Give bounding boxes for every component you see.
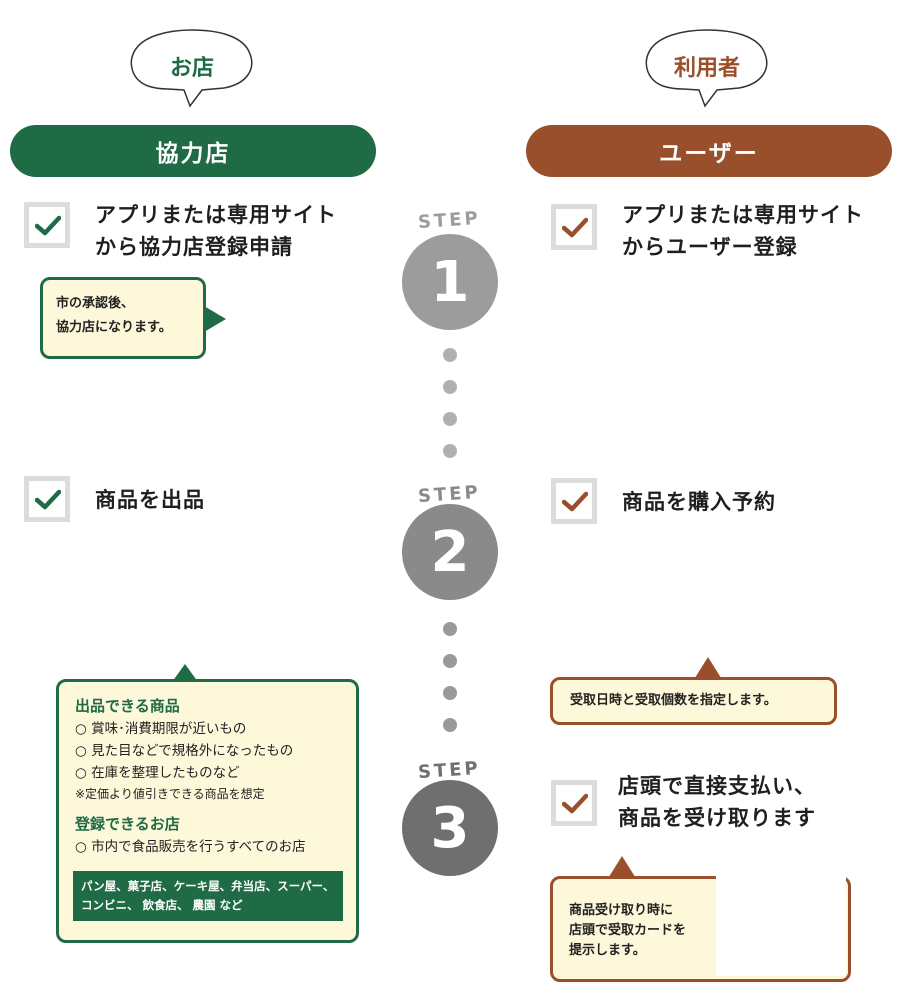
pickup-note-blank-area <box>716 870 846 976</box>
connector-dot <box>443 444 457 458</box>
connector-dot <box>443 622 457 636</box>
products-item: ○ 在庫を整理したものなど <box>75 765 240 781</box>
connector-dot <box>443 718 457 732</box>
products-item: ○ 賞味･消費期限が近いもの <box>75 721 247 737</box>
checkmark-icon <box>551 780 597 826</box>
user-step2-text: 商品を購入予約 <box>622 490 776 514</box>
callout-pointer-icon <box>204 306 226 332</box>
products-note: ※定価より値引きできる商品を想定 <box>75 787 265 801</box>
shop-step2-text: 商品を出品 <box>95 488 205 512</box>
connector-dot <box>443 348 457 362</box>
step1-circle: 1 <box>402 234 498 330</box>
shop-bubble-label: お店 <box>169 56 214 81</box>
user-header: ユーザー <box>526 125 892 177</box>
products-item: ○ 見た目などで規格外になったもの <box>75 743 294 759</box>
connector-dot <box>443 686 457 700</box>
connector-dot <box>443 654 457 668</box>
stores-examples-box: パン屋、菓子店、ケーキ屋、弁当店、スーパー、 コンビニ、 飲食店、 農園 など <box>73 871 343 921</box>
step2-circle: 2 <box>402 504 498 600</box>
checkmark-icon <box>551 204 597 250</box>
step3-circle: 3 <box>402 780 498 876</box>
checkmark-icon <box>24 202 70 248</box>
callout-pointer-icon <box>607 856 637 880</box>
shop-step1-text: アプリまたは専用サイト から協力店登録申請 <box>95 203 337 259</box>
shop-bubble-icon <box>130 29 253 108</box>
callout-pointer-icon <box>172 664 198 682</box>
shop-header-label: 協力店 <box>155 141 231 167</box>
user-reserve-note: 受取日時と受取個数を指定します。 <box>550 677 837 725</box>
user-step1-text: アプリまたは専用サイト からユーザー登録 <box>622 203 864 259</box>
stores-item: ○ 市内で食品販売を行うすべてのお店 <box>75 839 306 855</box>
user-header-label: ユーザー <box>659 141 759 167</box>
shop-header: 協力店 <box>10 125 376 177</box>
checkmark-icon <box>24 476 70 522</box>
user-bubble-label: 利用者 <box>673 56 740 81</box>
stores-heading: 登録できるお店 <box>75 815 180 833</box>
shop-approval-note: 市の承認後、 協力店になります。 <box>40 277 206 359</box>
step1-label: STEP <box>417 207 482 234</box>
checkmark-icon <box>551 478 597 524</box>
connector-dot <box>443 380 457 394</box>
connector-dot <box>443 412 457 426</box>
user-bubble-icon <box>645 29 768 108</box>
callout-pointer-icon <box>693 657 723 681</box>
user-step3-text: 店頭で直接支払い、 商品を受け取ります <box>618 774 816 830</box>
products-heading: 出品できる商品 <box>75 697 180 715</box>
